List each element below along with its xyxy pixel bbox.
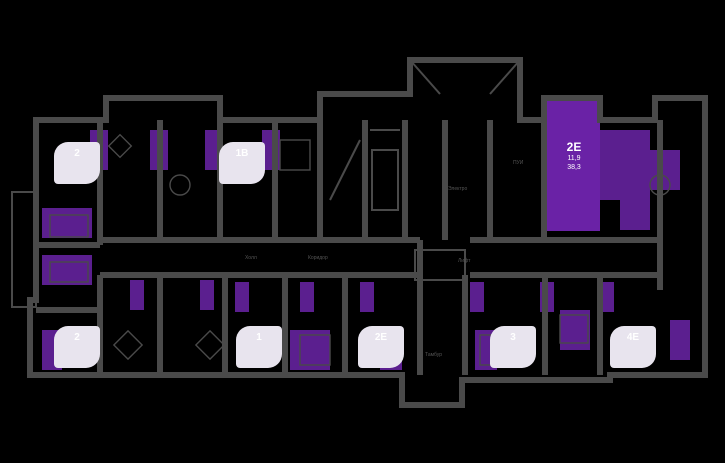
- unit-badge[interactable]: 1: [236, 326, 282, 368]
- room-label-stair: Тамбур: [425, 352, 442, 358]
- stair-core: [329, 59, 521, 281]
- unit-code: 2: [74, 332, 80, 343]
- unit-code: 2Е: [374, 332, 388, 343]
- room-label-mop: ПУИ: [513, 160, 524, 166]
- unit-code: 1: [256, 332, 262, 343]
- unit-badge[interactable]: 3: [490, 326, 536, 368]
- room-label-elec: Электро: [448, 186, 468, 192]
- active-unit-code: 2Е: [566, 140, 582, 154]
- unit-badge[interactable]: 2: [54, 142, 100, 184]
- room-label-hall: Холл: [245, 255, 257, 261]
- unit-badge[interactable]: 1В: [219, 142, 265, 184]
- internal-walls: [36, 120, 663, 375]
- active-unit-line2: 38,3: [567, 164, 581, 171]
- active-unit-line1: 11,9: [567, 155, 581, 162]
- unit-badge[interactable]: 2Е: [358, 326, 404, 368]
- unit-code: 4Е: [626, 332, 640, 343]
- outer-wall: [27, 57, 708, 408]
- unit-badge[interactable]: 2: [54, 326, 100, 368]
- active-unit-label[interactable]: 2Е 11,9 38,3: [556, 140, 592, 172]
- room-label-lift: Лифт: [458, 258, 471, 264]
- room-label-corridor: Коридор: [308, 255, 328, 261]
- active-unit-area: [544, 98, 600, 231]
- unit-badge[interactable]: 4Е: [610, 326, 656, 368]
- unit-code: 3: [510, 332, 516, 343]
- unit-code: 1В: [235, 148, 249, 159]
- unit-code: 2: [74, 148, 80, 159]
- active-unit-annex: [600, 130, 650, 200]
